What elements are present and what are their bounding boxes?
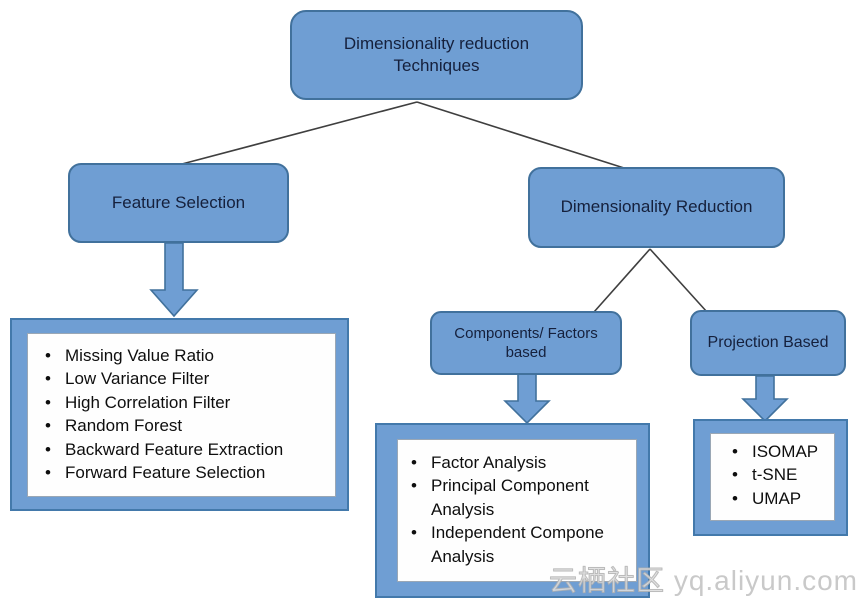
node-components-factors-label: Components/ Factors based [454, 324, 598, 362]
list-item: UMAP [723, 487, 834, 511]
projection-methods-box: ISOMAP t-SNE UMAP [710, 433, 835, 521]
list-item: Principal Component Analysis [402, 474, 636, 521]
node-dimensionality-reduction: Dimensionality Reduction [528, 167, 785, 248]
list-item: ISOMAP [723, 440, 834, 464]
list-item: Forward Feature Selection [36, 461, 335, 485]
block-arrow-components-to-list [503, 373, 551, 425]
connector-dimred-to-components [593, 248, 651, 313]
feature-selection-methods-panel: Missing Value Ratio Low Variance Filter … [10, 318, 349, 511]
node-dimensionality-reduction-label: Dimensionality Reduction [560, 197, 753, 217]
connector-root-to-dimensionality-reduction [416, 101, 625, 169]
list-item: Backward Feature Extraction [36, 438, 335, 462]
node-feature-selection: Feature Selection [68, 163, 289, 243]
feature-selection-methods-box: Missing Value Ratio Low Variance Filter … [27, 333, 336, 497]
block-arrow-feature-selection-to-list [149, 242, 199, 318]
node-root-techniques: Dimensionality reduction Techniques [290, 10, 583, 100]
projection-methods-panel: ISOMAP t-SNE UMAP [693, 419, 848, 536]
list-item: High Correlation Filter [36, 391, 335, 415]
node-projection-based-label: Projection Based [707, 333, 829, 351]
list-item: Independent Compone Analysis [402, 521, 636, 568]
projection-methods-list: ISOMAP t-SNE UMAP [711, 434, 834, 511]
node-components-factors-based: Components/ Factors based [430, 311, 622, 375]
node-projection-based: Projection Based [690, 310, 846, 376]
list-item: Random Forest [36, 414, 335, 438]
list-item: Factor Analysis [402, 451, 636, 475]
connector-root-to-feature-selection [181, 101, 418, 165]
feature-selection-methods-list: Missing Value Ratio Low Variance Filter … [28, 334, 335, 485]
components-methods-panel: Factor Analysis Principal Component Anal… [375, 423, 650, 598]
block-arrow-projection-to-list [741, 375, 789, 423]
list-item: Missing Value Ratio [36, 344, 335, 368]
components-methods-box: Factor Analysis Principal Component Anal… [397, 439, 637, 582]
list-item: Low Variance Filter [36, 367, 335, 391]
node-root-label: Dimensionality reduction Techniques [343, 33, 530, 75]
components-methods-list: Factor Analysis Principal Component Anal… [398, 440, 636, 568]
list-item: t-SNE [723, 463, 834, 487]
connector-dimred-to-projection [649, 248, 708, 313]
node-feature-selection-label: Feature Selection [111, 192, 246, 212]
